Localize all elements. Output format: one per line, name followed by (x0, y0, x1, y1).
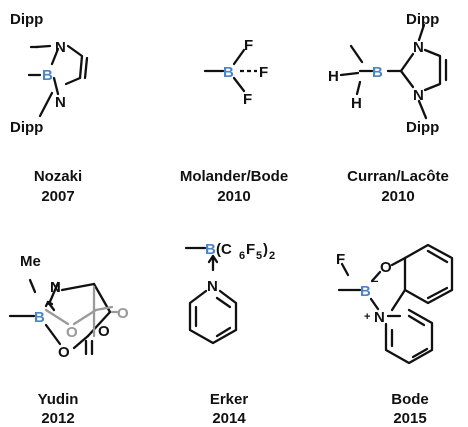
substituent-close: ) (263, 241, 268, 258)
n-pyridine-label: N (207, 278, 218, 295)
entry-name-nozaki: Nozaki (34, 168, 82, 185)
o-ring-label: O (58, 344, 70, 361)
boron-label: B (205, 241, 216, 258)
structure-molander-bode: B F F F (203, 37, 268, 108)
minus-charge: − (372, 276, 378, 288)
dipp-top-label: Dipp (406, 11, 439, 28)
h-left-label: H (328, 68, 339, 85)
entry-year-nozaki: 2007 (41, 188, 74, 205)
n-bottom-label: N (413, 87, 424, 104)
dipp-bottom-label: Dipp (10, 119, 43, 136)
substituent-open: (C (216, 241, 232, 258)
dipp-bottom-label: Dipp (406, 119, 439, 136)
structure-bode: F B − O + N (336, 243, 454, 365)
entry-year-erker: 2014 (212, 410, 246, 427)
entry-year-curran-lacote: 2010 (381, 188, 414, 205)
entry-name-molander-bode: Molander/Bode (180, 168, 288, 185)
n-top-label: N (55, 39, 66, 56)
entry-year-yudin: 2012 (41, 410, 74, 427)
f-label: F (336, 251, 345, 268)
methyl-label: Me (20, 253, 41, 270)
boron-label: B (360, 283, 371, 300)
o-carbonyl-label: O (98, 323, 110, 340)
n-label: N (50, 279, 61, 296)
boron-label: B (223, 64, 234, 81)
entry-name-curran-lacote: Curran/Lacôte (347, 168, 449, 185)
entry-name-bode: Bode (391, 391, 429, 408)
entry-year-molander-bode: 2010 (217, 188, 250, 205)
f-bottom-label: F (243, 91, 252, 108)
o-label: O (380, 259, 392, 276)
fluorine-in-substituent: F (246, 241, 255, 258)
structure-yudin: Me N B O O O O (8, 253, 129, 361)
boron-label: B (42, 67, 53, 84)
structure-curran-lacote: Dipp N H B H N Dipp (328, 11, 448, 136)
subscript-two: 2 (269, 250, 275, 262)
entry-name-erker: Erker (210, 391, 249, 408)
o-ring-grey-label: O (66, 324, 78, 341)
entry-year-bode: 2015 (393, 410, 426, 427)
n-pyridinium-label: N (374, 309, 385, 326)
dipp-top-label: Dipp (10, 11, 43, 28)
boron-label: B (34, 309, 45, 326)
n-top-label: N (413, 39, 424, 56)
structure-erker: B (C 6 F 5 ) 2 N (184, 241, 275, 345)
subscript-five: 5 (256, 250, 262, 262)
f-right-label: F (259, 64, 268, 81)
boron-label: B (372, 64, 383, 81)
h-bottom-label: H (351, 95, 362, 112)
subscript-six: 6 (239, 250, 245, 262)
structure-nozaki: Dipp N B N Dipp (10, 11, 89, 136)
plus-charge: + (364, 311, 370, 323)
o-carbonyl-grey-label: O (117, 305, 129, 322)
n-bottom-label: N (55, 94, 66, 111)
f-top-label: F (244, 37, 253, 54)
entry-name-yudin: Yudin (38, 391, 79, 408)
